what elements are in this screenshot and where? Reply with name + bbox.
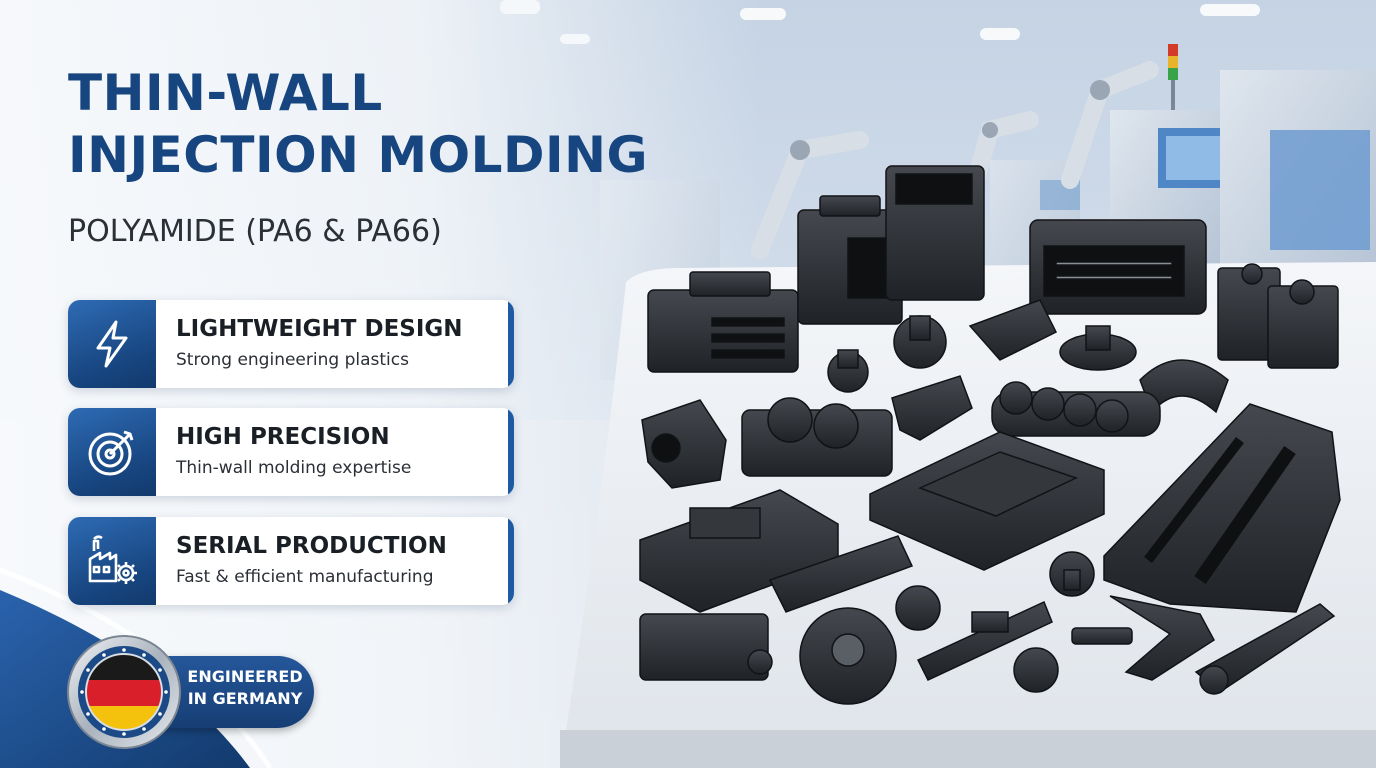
enclosure-part-2	[768, 535, 914, 613]
connector-part-3	[885, 165, 985, 301]
title-line-2: INJECTION MOLDING	[68, 126, 648, 184]
lever-part-2	[1194, 603, 1336, 695]
large-bracket-part	[1103, 403, 1341, 613]
hose-clip-part	[991, 381, 1161, 437]
feature-card-precision: HIGH PRECISION Thin-wall molding experti…	[68, 408, 514, 496]
feature-subtitle: Thin-wall molding expertise	[176, 458, 412, 478]
feature-accent-bar	[508, 408, 514, 496]
bracket-part-2	[891, 375, 973, 441]
feature-card-lightweight: LIGHTWEIGHT DESIGN Strong engineering pl…	[68, 300, 514, 388]
bracket-part-1	[968, 299, 1058, 361]
cap-part	[1059, 325, 1137, 371]
housing-part-1	[741, 397, 893, 477]
screw-part	[1049, 551, 1095, 597]
connector-part-1	[647, 271, 799, 373]
cover-part	[639, 613, 773, 681]
lightning-bolt-icon	[96, 320, 128, 368]
page-title: THIN-WALL INJECTION MOLDING	[68, 62, 648, 186]
feature-title: SERIAL PRODUCTION	[176, 533, 447, 559]
connector-part-4	[1029, 219, 1207, 315]
german-flag-seal-icon	[67, 635, 181, 749]
clip-part-3	[641, 399, 727, 489]
connector-part-5	[1217, 263, 1339, 369]
badge-line-1: ENGINEERED	[187, 667, 303, 686]
clip-part-1	[827, 349, 869, 393]
gear-small-part-2	[1013, 647, 1059, 693]
feature-title: LIGHTWEIGHT DESIGN	[176, 316, 463, 342]
page-subtitle: POLYAMIDE (PA6 & PA66)	[68, 214, 442, 249]
title-line-1: THIN-WALL	[68, 64, 383, 122]
gear-small-part-1	[895, 585, 941, 631]
feature-accent-bar	[508, 517, 514, 605]
feature-subtitle: Fast & efficient manufacturing	[176, 567, 434, 587]
engineered-badge-text: ENGINEERED IN GERMANY	[184, 666, 306, 710]
clamp-part	[1139, 359, 1229, 414]
gear-large-part	[799, 607, 897, 705]
target-arrow-icon	[88, 430, 134, 476]
feature-title: HIGH PRECISION	[176, 424, 390, 450]
clip-part-4	[1071, 627, 1133, 645]
lever-part-1	[1109, 595, 1215, 681]
feature-accent-bar	[508, 300, 514, 388]
feature-icon-tile	[68, 300, 156, 388]
control-module-part	[869, 431, 1105, 571]
badge-line-2: IN GERMANY	[187, 689, 303, 708]
feature-card-production: SERIAL PRODUCTION Fast & efficient manuf…	[68, 517, 514, 605]
clip-part-2	[893, 315, 947, 369]
feature-subtitle: Strong engineering plastics	[176, 350, 409, 370]
feature-icon-tile	[68, 517, 156, 605]
feature-icon-tile	[68, 408, 156, 496]
factory-gear-icon	[88, 535, 137, 584]
slider-part	[916, 600, 1053, 681]
